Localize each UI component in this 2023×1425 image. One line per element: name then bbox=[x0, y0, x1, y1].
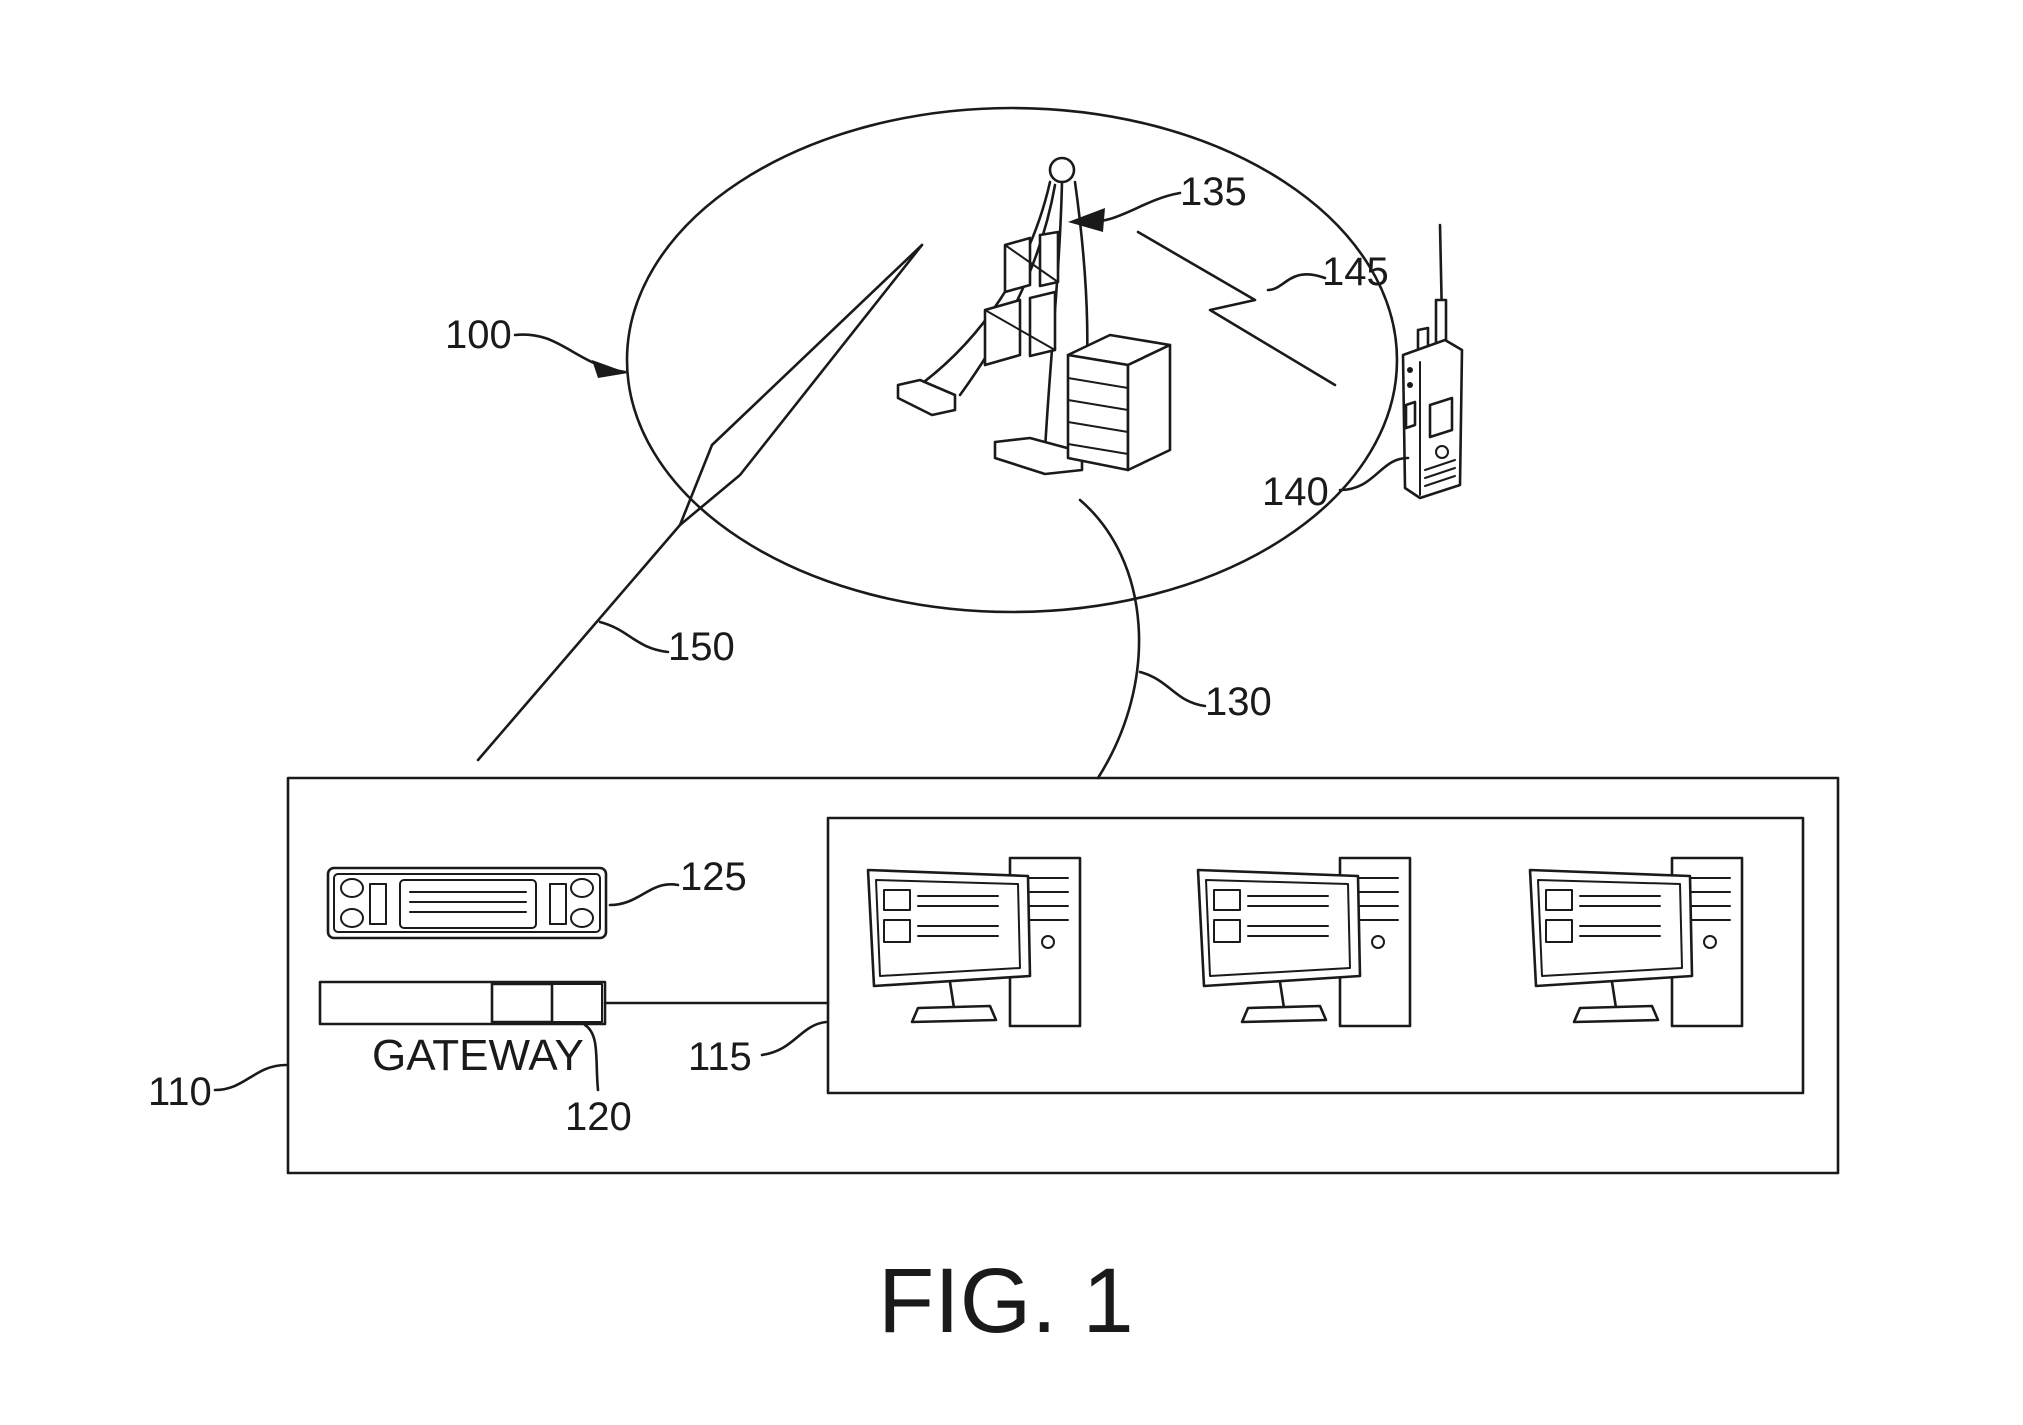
tower-icon bbox=[898, 158, 1087, 474]
label-dispatch-center: 110 bbox=[148, 1070, 212, 1114]
label-portable-radio: 140 bbox=[1262, 470, 1329, 514]
coverage-area bbox=[627, 108, 1397, 612]
label-radio: 125 bbox=[680, 855, 747, 899]
label-gateway: 120 bbox=[565, 1095, 632, 1139]
gateway-text: GATEWAY bbox=[372, 1031, 584, 1080]
server-icon bbox=[1068, 335, 1170, 470]
radio-unit-icon bbox=[328, 868, 606, 938]
computer-icon bbox=[1198, 858, 1410, 1026]
label-tower: 135 bbox=[1180, 170, 1247, 214]
label-wireless-link: 150 bbox=[668, 625, 735, 669]
reference-labels: 100 135 145 140 150 130 125 120 115 110 … bbox=[148, 170, 1389, 1139]
wired-link bbox=[1080, 500, 1139, 778]
label-system: 100 bbox=[445, 313, 512, 357]
label-wired-link: 130 bbox=[1205, 680, 1272, 724]
computer-icon bbox=[1530, 858, 1742, 1026]
portable-radio-icon bbox=[1403, 225, 1462, 498]
wireless-link-bolt bbox=[478, 245, 922, 760]
label-radio-link: 145 bbox=[1322, 250, 1389, 294]
computers bbox=[868, 858, 1742, 1026]
gateway-icon bbox=[320, 982, 605, 1024]
figure-caption: FIG. 1 bbox=[878, 1250, 1134, 1352]
label-consoles: 115 bbox=[688, 1035, 752, 1079]
computer-icon bbox=[868, 858, 1080, 1026]
